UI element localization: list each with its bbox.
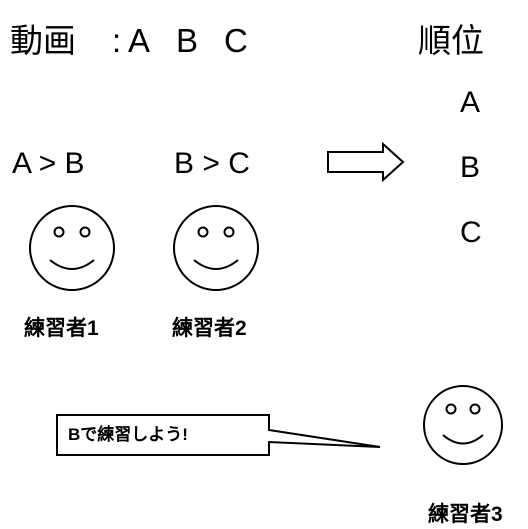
ranking-item-3: C — [460, 216, 482, 249]
trainee-2-preference: B > C — [174, 147, 250, 180]
trainee-1-face-icon — [29, 205, 115, 291]
video-item-c: C — [224, 22, 248, 59]
speech-callout — [56, 414, 381, 456]
callout-text: Bで練習しよう! — [68, 425, 188, 444]
ranking-item-1: A — [460, 86, 481, 119]
ranking-item-2: B — [460, 151, 481, 184]
trainee-1-preference: A > B — [12, 147, 85, 180]
trainee-3-face-icon — [423, 385, 503, 465]
trainee-2-face-icon — [173, 205, 259, 291]
trainee-3-name: 練習者3 — [428, 503, 503, 526]
ranking-label: 順位 — [418, 22, 484, 59]
right-arrow-icon — [327, 141, 405, 183]
videos-separator: : — [112, 22, 122, 59]
video-item-a: A — [128, 22, 151, 59]
trainee-2-name: 練習者2 — [172, 317, 247, 340]
videos-label: 動画 — [10, 22, 76, 59]
video-item-b: B — [176, 22, 199, 59]
trainee-1-name: 練習者1 — [24, 317, 99, 340]
